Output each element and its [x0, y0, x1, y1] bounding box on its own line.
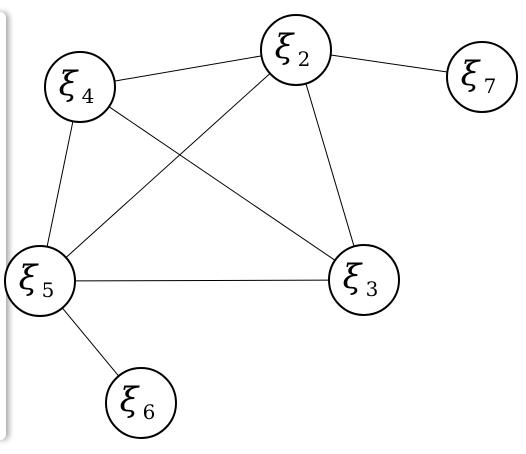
node-symbol-n6: ξ	[120, 380, 141, 420]
node-circle-n5	[4, 245, 76, 317]
node-circle-n7	[446, 41, 518, 113]
edge-n2-n3	[305, 83, 355, 247]
node-subscript-n5: 5	[42, 278, 55, 302]
edges-layer	[46, 54, 448, 377]
node-circle-n6	[105, 367, 177, 439]
edge-n2-n7	[330, 54, 448, 73]
node-subscript-n3: 3	[366, 277, 379, 301]
node-subscript-n7: 7	[484, 74, 497, 98]
node-symbol-n7: ξ	[461, 54, 482, 94]
node-subscript-n6: 6	[143, 400, 156, 424]
node-subscript-n4: 4	[82, 84, 95, 108]
edge-n4-n3	[108, 106, 336, 261]
node-subscript-n2: 2	[298, 47, 311, 71]
node-symbol-n4: ξ	[59, 64, 80, 104]
node-circle-n2	[260, 14, 332, 86]
node-symbol-n5: ξ	[19, 258, 40, 298]
node-circle-n3	[328, 244, 400, 316]
left-frame-edge	[0, 12, 6, 440]
edge-n2-n5	[65, 73, 271, 258]
edge-n5-n3	[74, 279, 330, 282]
edge-n4-n5	[46, 121, 74, 247]
edge-n2-n4	[114, 55, 262, 82]
node-circle-n4	[44, 51, 116, 123]
node-symbol-n3: ξ	[343, 257, 364, 297]
node-symbol-n2: ξ	[275, 27, 296, 67]
edge-n5-n6	[61, 307, 120, 377]
